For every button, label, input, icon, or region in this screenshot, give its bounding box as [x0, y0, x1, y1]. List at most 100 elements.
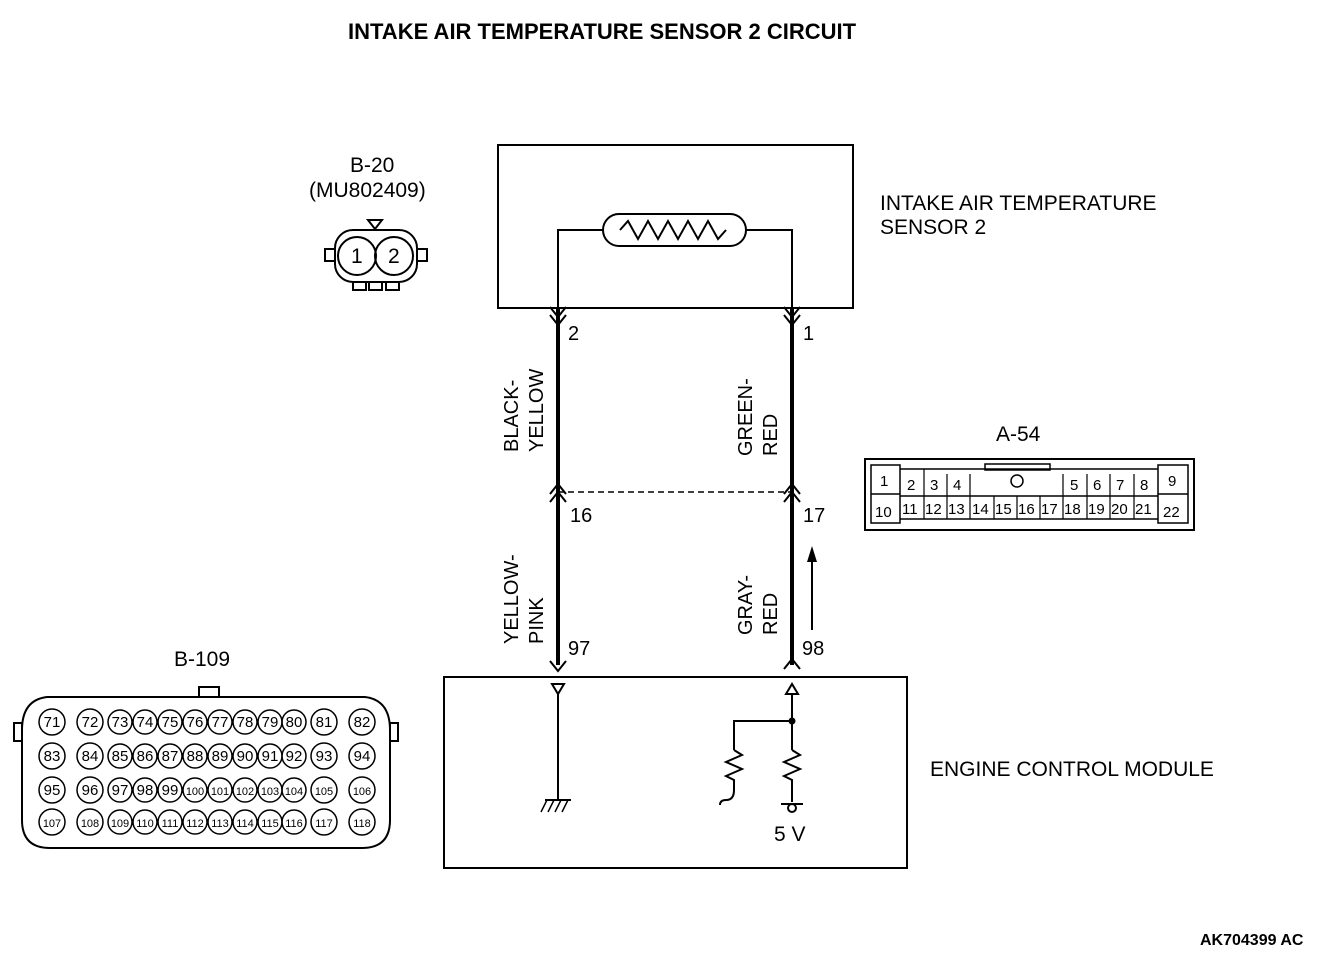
sensor-cavity-2: 2 [388, 245, 400, 268]
ecm-cavity-label: 86 [137, 748, 154, 765]
ecm-cavity-label: 106 [353, 786, 371, 798]
sensor-pin-left: 2 [568, 323, 579, 345]
ecm-cavity-ring [232, 777, 258, 803]
connector-arrow-sensor-left-2 [549, 314, 567, 327]
supply-voltage-label: 5 V [774, 823, 806, 846]
wire-color-left-lower-1: YELLOW- [501, 554, 523, 644]
ecm-cavity-label: 114 [236, 818, 254, 830]
ecm-cavity-label: 101 [211, 786, 229, 798]
ecm-name: ENGINE CONTROL MODULE [930, 758, 1214, 781]
ecm-cavity-label: 84 [82, 748, 99, 765]
ecm-cavity-ring [76, 708, 104, 736]
ecm-connector-id: B-109 [174, 648, 230, 671]
junction-cavity: 7 [1116, 477, 1124, 494]
junction-cavity: 4 [953, 477, 961, 494]
ecm-cavity-label: 117 [315, 818, 333, 830]
ecm-cavity-label: 91 [262, 748, 279, 765]
ecm-cavity-label: 107 [43, 818, 61, 830]
ecm-cavity-ring [107, 709, 133, 735]
ecm-cavity-ring [281, 809, 307, 835]
junction-cavity: 15 [995, 501, 1012, 518]
ecm-cavity-label: 88 [187, 748, 204, 765]
ecm-cavity-label: 109 [111, 818, 129, 830]
ecm-cavity-label: 80 [286, 714, 303, 731]
wire-color-left-lower-2: PINK [526, 597, 548, 644]
ecm-cavity-label: 112 [186, 818, 204, 830]
sensor-pin-right: 1 [803, 323, 814, 345]
ecm-cavity-label: 103 [261, 786, 279, 798]
ecm-cavity-ring [182, 809, 208, 835]
connector-arrow-sensor-right [783, 306, 801, 319]
junction-pin-left: 16 [570, 505, 592, 527]
ecm-cavity-ring [107, 777, 133, 803]
junction-cavity-labels: 1 2 3 4 5 6 7 8 9 10 11 12 13 14 15 16 1… [875, 473, 1180, 521]
ecm-cavity-label: 108 [81, 818, 99, 830]
resistor-icon-left [719, 749, 745, 806]
ecm-cavity-ring [281, 743, 307, 769]
ecm-cavity-ring [132, 743, 158, 769]
ecm-input-marker-right [784, 682, 800, 695]
connector-arrow-ecm-left [549, 660, 567, 673]
junction-cavity: 16 [1018, 501, 1035, 518]
ecm-cavity-label: 100 [186, 786, 204, 798]
junction-cavity: 12 [925, 501, 942, 518]
junction-arrow-left-2 [549, 490, 567, 503]
ecm-input-marker-left [550, 683, 566, 696]
junction-cavity: 3 [930, 477, 938, 494]
ground-icon [540, 799, 571, 813]
ecm-cavity-ring [207, 809, 233, 835]
sensor-connector-part: (MU802409) [309, 179, 426, 202]
ecm-cavity-ring [76, 742, 104, 770]
junction-cavity: 10 [875, 504, 892, 521]
current-flow-arrow-icon [807, 546, 817, 630]
ecm-cavity-label: 71 [44, 714, 61, 731]
ecm-cavity-label: 111 [162, 818, 179, 830]
thermistor-symbol [602, 213, 747, 247]
junction-cavity: 18 [1064, 501, 1081, 518]
ecm-cavity-ring [107, 743, 133, 769]
wire-color-right-upper-1: GREEN- [735, 378, 757, 456]
ecm-cavity-ring [157, 709, 183, 735]
ecm-cavity-ring [182, 743, 208, 769]
ecm-cavity-ring [38, 776, 66, 804]
ecm-box [443, 676, 908, 869]
sensor-internal-wire-right [746, 229, 793, 308]
junction-cavity: 1 [880, 473, 888, 490]
connector-arrow-ecm-right [783, 657, 801, 670]
ecm-cavity-ring [132, 809, 158, 835]
sensor-box [497, 144, 854, 309]
junction-cavity: 2 [907, 477, 915, 494]
wire-color-left-upper-1: BLACK- [501, 380, 523, 452]
sensor-connector-face [324, 219, 428, 291]
ecm-cavity-ring [310, 808, 338, 836]
junction-cavity: 6 [1093, 477, 1101, 494]
ecm-pin-right: 98 [802, 638, 824, 660]
ecm-cavity-label: 92 [286, 748, 303, 765]
ecm-cavity-label: 97 [112, 782, 129, 799]
ecm-cavity-label: 89 [212, 748, 229, 765]
ecm-cavity-ring [182, 709, 208, 735]
ecm-branch-wire [733, 720, 792, 750]
ecm-cavity-label: 99 [162, 782, 179, 799]
ecm-cavity-ring [207, 743, 233, 769]
ecm-cavity-ring [348, 708, 376, 736]
ecm-cavity-label: 96 [82, 782, 99, 799]
ecm-cavity-ring [38, 808, 66, 836]
ecm-cavity-ring [207, 777, 233, 803]
junction-pin-right: 17 [803, 505, 825, 527]
ecm-cavity-ring [157, 777, 183, 803]
connector-arrow-sensor-right-2 [783, 314, 801, 327]
ecm-cavity-ring [38, 708, 66, 736]
ecm-cavity-label: 73 [112, 714, 129, 731]
ecm-cavity-label: 98 [137, 782, 154, 799]
ecm-cavity-ring [281, 709, 307, 735]
ecm-cavity-label: 105 [315, 786, 333, 798]
ecm-cavity-label: 95 [44, 782, 61, 799]
junction-cavity: 20 [1111, 501, 1128, 518]
ecm-cavity-ring [310, 776, 338, 804]
ecm-pin-left: 97 [568, 638, 590, 660]
ecm-cavity-ring [182, 777, 208, 803]
ecm-cavity-label: 116 [285, 818, 303, 830]
ecm-cavity-ring [76, 776, 104, 804]
junction-connector-face [864, 458, 1195, 531]
